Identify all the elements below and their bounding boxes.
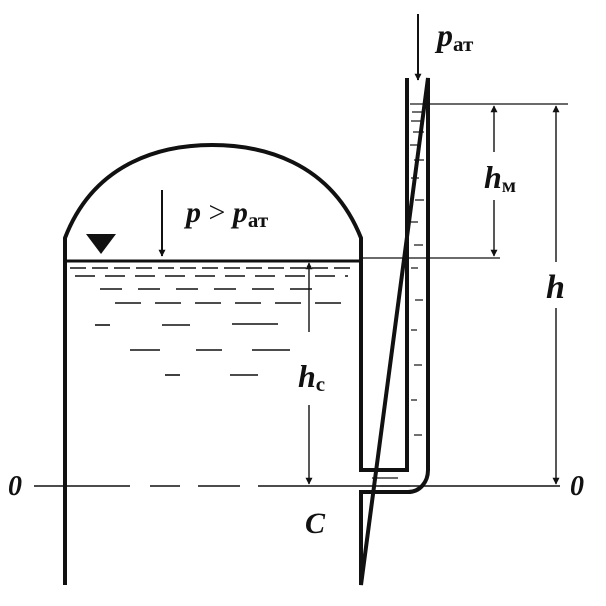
- label-point-c: C: [305, 507, 326, 540]
- label-p-inside: p > pат: [183, 196, 269, 232]
- label-p-atm-top: pат: [434, 17, 474, 56]
- downward-triangle-icon: [86, 234, 116, 254]
- label-zero-left: 0: [8, 471, 22, 502]
- label-h: h: [546, 269, 565, 306]
- label-zero-right: 0: [570, 471, 584, 502]
- label-h-m: hм: [484, 159, 516, 197]
- label-h-c: hс: [298, 358, 325, 396]
- tank-outline: [63, 77, 430, 586]
- liquid-dashes: [70, 267, 355, 376]
